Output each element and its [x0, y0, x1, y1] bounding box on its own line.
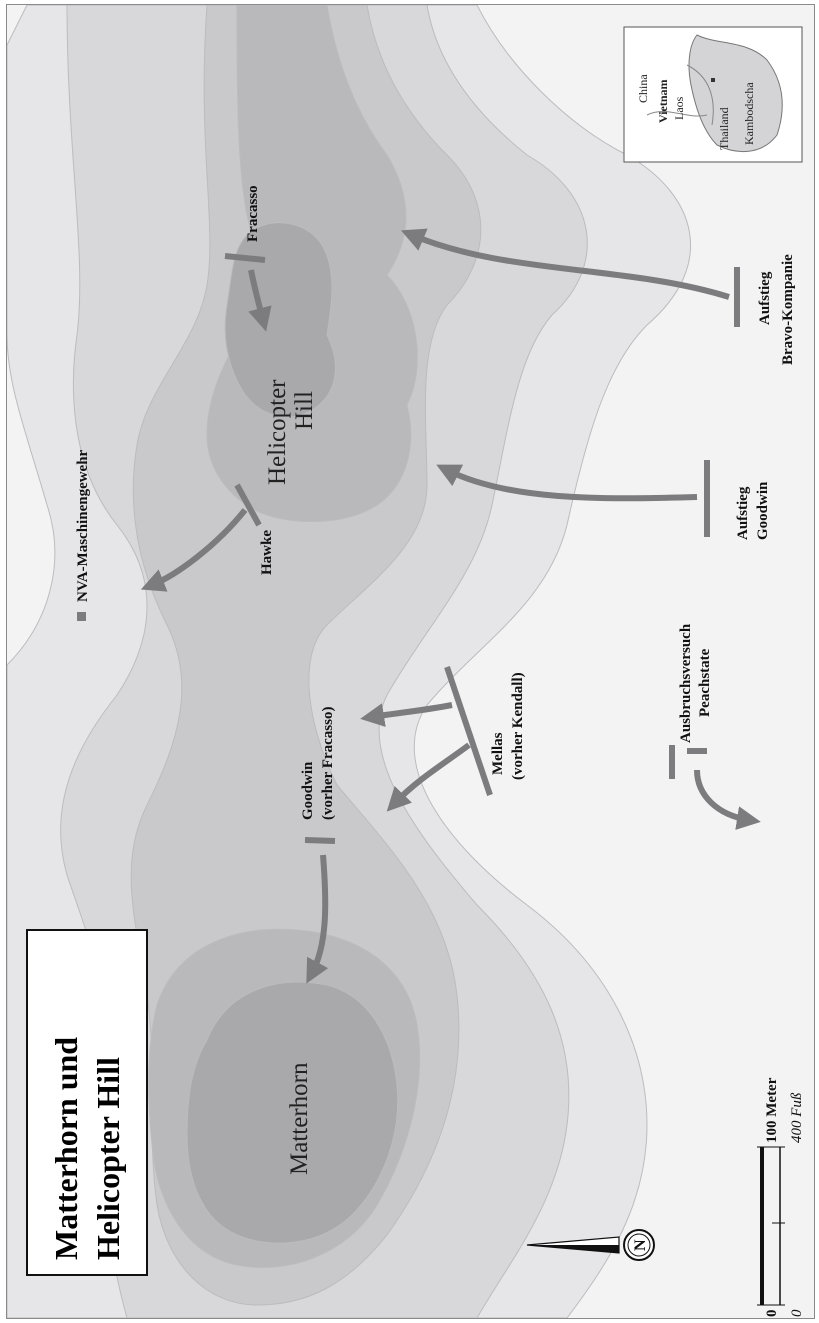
- bar-hawke: [234, 483, 262, 527]
- label-helicopter-hill-2: Hill: [291, 391, 318, 430]
- scale-zero-ft: 0: [789, 1309, 805, 1317]
- compass: N: [526, 1229, 655, 1261]
- topographic-map: Matterhorn und Helicopter Hill China Vie…: [7, 5, 805, 1318]
- arrow-mellas-2: [386, 742, 471, 812]
- arrow-fracasso: [248, 269, 272, 332]
- nva-marker: [77, 612, 86, 621]
- compass-n-letter: N: [632, 1239, 649, 1251]
- inset-map: China Vietnam Laos Thailand Kambodscha: [623, 26, 803, 163]
- contour-level-5: [186, 981, 399, 1244]
- inset-label-thailand: Thailand: [717, 107, 731, 150]
- arrow-aufstieg-bravo: [400, 228, 730, 300]
- inset-label-china: China: [636, 74, 650, 103]
- label-aufstieg-goodwin-2: Goodwin: [755, 481, 771, 540]
- label-aufstieg-bravo-1: Aufstieg: [757, 271, 773, 325]
- label-mellas-1: Mellas: [490, 732, 506, 775]
- arrow-goodwin: [306, 854, 329, 984]
- inset-label-vietnam: Vietnam: [656, 79, 670, 123]
- label-nva: NVA-Maschinengewehr: [75, 449, 91, 602]
- title-line-1: Matterhorn und: [48, 1037, 84, 1260]
- label-helicopter-hill-1: Helicopter: [264, 379, 291, 485]
- contour-bands: [7, 5, 692, 1318]
- map-frame: Matterhorn und Helicopter Hill China Vie…: [6, 4, 815, 1319]
- arrow-mellas-1: [360, 702, 453, 727]
- scale-meter-label: 100 Meter: [764, 1077, 780, 1143]
- bar-mellas: [444, 666, 493, 796]
- inset-label-laos: Laos: [672, 96, 686, 120]
- arrow-aufstieg-goodwin: [436, 464, 698, 502]
- bar-fracasso: [224, 253, 266, 263]
- scale-bar: 100 Meter 400 Fuß 0 0: [757, 1077, 805, 1317]
- label-goodwin-1: Goodwin: [300, 761, 316, 820]
- scale-zero-m: 0: [764, 1310, 780, 1318]
- title-box: Matterhorn und Helicopter Hill: [26, 929, 148, 1276]
- movement-arrows: [140, 228, 761, 984]
- label-ausbruch-2: Peachstate: [697, 648, 713, 717]
- label-mellas-2: (vorher Kendall): [510, 672, 526, 780]
- label-hawke: Hawke: [259, 530, 275, 575]
- label-ausbruch-1: Ausbruchsversuch: [678, 623, 694, 743]
- scale-feet-label: 400 Fuß: [789, 1092, 805, 1143]
- bar-goodwin: [304, 837, 336, 844]
- label-goodwin-2: (vorher Fracasso): [320, 707, 336, 820]
- inset-label-kambodscha: Kambodscha: [742, 82, 756, 145]
- label-fracasso: Fracasso: [245, 185, 261, 242]
- arrow-ausbruch: [694, 769, 761, 830]
- title-line-2: Helicopter Hill: [90, 1057, 126, 1260]
- arrow-hawke: [140, 508, 248, 592]
- label-aufstieg-bravo-2: Bravo-Kompanie: [780, 254, 796, 365]
- unit-bars: [224, 253, 740, 844]
- label-aufstieg-goodwin-1: Aufstieg: [735, 486, 751, 540]
- label-matterhorn: Matterhorn: [286, 1062, 313, 1175]
